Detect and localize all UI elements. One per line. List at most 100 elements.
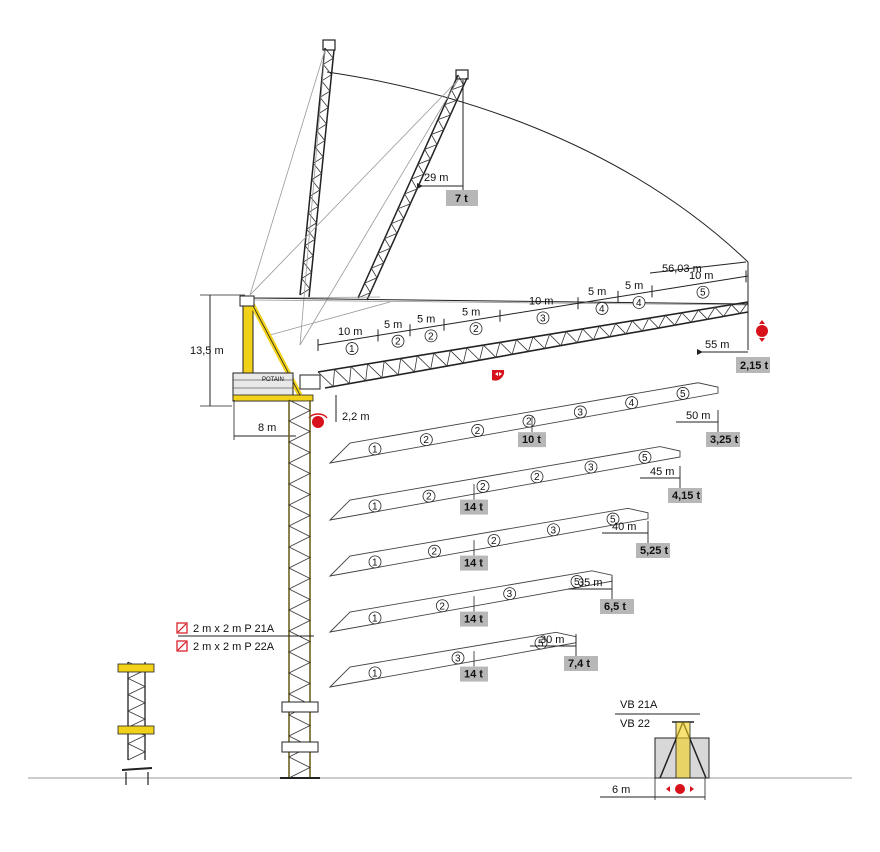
jib-config-number: 1 xyxy=(372,613,378,624)
jib-config-number: 3 xyxy=(551,525,557,536)
jib-config-outline xyxy=(328,570,613,633)
jib-config-number: 4 xyxy=(629,398,635,409)
jib-config-tip-badge xyxy=(564,656,598,671)
jib-config-radius: 30 m xyxy=(540,634,564,646)
jib-config-circle xyxy=(422,489,436,503)
climbing-frame xyxy=(117,661,155,785)
jib-section-number: 3 xyxy=(540,313,546,324)
jib-config-circle xyxy=(368,499,382,513)
jib-config-max-load: 14 t xyxy=(464,614,483,626)
jib-section-circle xyxy=(391,334,405,348)
jib-config-number: 3 xyxy=(507,589,513,600)
jib-config-tip-badge xyxy=(600,599,634,614)
jib-config-tip-badge xyxy=(706,432,740,447)
counter-jib-dim: 8 m xyxy=(258,422,276,434)
jib-section-label: 5 m xyxy=(384,319,402,331)
jib-config-circle xyxy=(368,555,382,569)
jib-config-max-badge xyxy=(460,611,488,627)
base-travel-marker xyxy=(675,784,685,794)
luffing-jib-upright xyxy=(299,39,336,298)
jib-config-tip-load: 5,25 t xyxy=(640,545,668,557)
base-dim: 6 m xyxy=(612,784,630,796)
jib-section-label: 10 m xyxy=(529,296,553,308)
mast-legend-icon-2-slash xyxy=(177,641,187,651)
jib-config-max-load: 14 t xyxy=(464,669,483,681)
jib-section-circle xyxy=(345,342,359,355)
jib-section-circle xyxy=(696,285,710,299)
jib-config-number: 5 xyxy=(610,515,616,526)
jib-config-tip-load: 4,15 t xyxy=(672,490,700,502)
main-jib-tip-load: 2,15 t xyxy=(740,360,768,372)
jib-config-circle xyxy=(435,599,449,613)
jib-section-number: 4 xyxy=(636,298,642,309)
jib-config-number: 5 xyxy=(574,577,580,588)
tower-mast xyxy=(280,399,320,779)
jib-config-circle xyxy=(676,387,690,400)
jib-config-circle xyxy=(625,396,639,410)
jib-config-max-load: 14 t xyxy=(464,502,483,514)
jib-config-radius: 40 m xyxy=(612,521,636,533)
luffing-arc xyxy=(326,71,749,263)
jib-config-tip-load: 6,5 t xyxy=(604,601,626,613)
jib-section-number: 4 xyxy=(599,304,605,315)
jib-config-tip-load: 3,25 t xyxy=(710,434,738,446)
trolley-marker xyxy=(492,370,505,381)
cab xyxy=(299,374,321,390)
jib-config-circle xyxy=(419,433,433,447)
hoist-marker xyxy=(756,325,768,337)
luffing-pendant xyxy=(249,297,749,305)
jib-config-max-badge xyxy=(460,499,488,515)
jib-config-number: 2 xyxy=(426,492,432,503)
main-jib xyxy=(317,301,749,389)
luffing-jib-inclined xyxy=(357,69,469,301)
jib-config-number: 1 xyxy=(372,444,378,455)
jib-config-max-badge xyxy=(518,432,546,448)
jib-config-number: 2 xyxy=(475,426,481,437)
luffing-radius: 29 m xyxy=(424,172,448,184)
jib-config-circle xyxy=(573,405,587,419)
jib-config-circle xyxy=(638,450,652,464)
jib-config-circle xyxy=(584,460,598,474)
jib-config-circle xyxy=(451,651,465,665)
counter-jib xyxy=(232,372,314,402)
luffing-load: 7 t xyxy=(455,193,468,205)
jib-config-number: 2 xyxy=(534,472,540,483)
slew-marker xyxy=(312,416,324,428)
trolley-arrows xyxy=(495,372,502,376)
jib-config-radius: 45 m xyxy=(650,466,674,478)
height-dim: 13,5 m xyxy=(190,345,224,357)
jib-config-circle xyxy=(606,512,620,526)
jib-config-number: 2 xyxy=(526,417,532,428)
jib-config-max-badge xyxy=(460,666,488,682)
jib-section-circle xyxy=(632,296,646,309)
jib-config-number: 1 xyxy=(372,501,378,512)
jib-config-circle xyxy=(530,470,544,484)
luffing-load-badge xyxy=(446,190,478,206)
jib-config-number: 1 xyxy=(372,668,378,679)
jib-section-circle xyxy=(595,302,609,315)
main-jib-radius: 55 m xyxy=(705,339,729,351)
jib-section-label: 5 m xyxy=(462,306,480,318)
total-length-line xyxy=(649,261,747,274)
mast-legend-icon-1 xyxy=(176,622,188,634)
jib-config-number: 3 xyxy=(455,653,461,664)
jib-config-max-load: 14 t xyxy=(464,558,483,570)
jib-config-number: 5 xyxy=(642,453,648,464)
jib-section-label: 5 m xyxy=(625,280,643,292)
jib-config-max-load: 10 t xyxy=(522,434,541,446)
jib-section-number: 5 xyxy=(700,288,706,299)
mast-legend-icon-1-slash xyxy=(177,623,187,633)
jib-config-circle xyxy=(368,442,382,456)
jib-section-number: 2 xyxy=(428,331,434,342)
base-frame xyxy=(654,721,710,779)
jib-section-label: 10 m xyxy=(338,326,362,338)
jib-config-number: 3 xyxy=(577,407,583,418)
